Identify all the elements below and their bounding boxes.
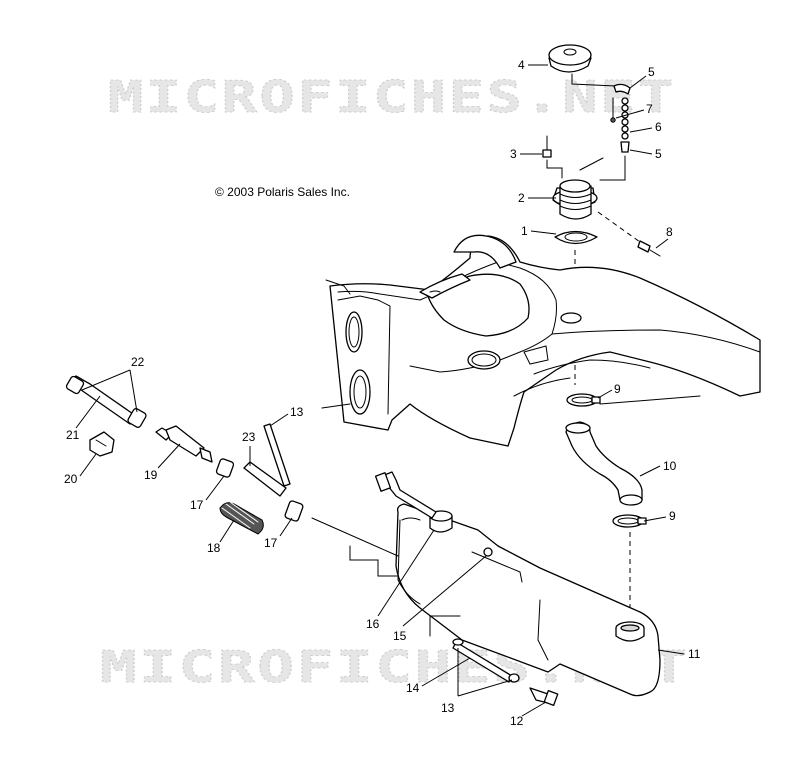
hose-clamp-lower <box>612 514 647 528</box>
callout-15: 15 <box>393 629 407 643</box>
fuel-cap <box>548 44 592 73</box>
callout-19: 19 <box>144 468 158 482</box>
tube <box>243 461 287 497</box>
callouts: 4 5 7 6 3 5 2 1 8 9 10 9 11 <box>64 58 701 728</box>
filler-neck <box>552 179 598 220</box>
callout-17-upper: 17 <box>190 498 204 512</box>
vehicle-body <box>321 234 761 447</box>
callout-6: 6 <box>655 120 662 134</box>
callout-21: 21 <box>66 428 80 442</box>
insulator-sleeve <box>219 501 264 535</box>
callout-4: 4 <box>518 58 525 72</box>
callout-9-lower: 9 <box>669 509 676 523</box>
watermark-top: MICROFICHES.NET <box>108 72 676 123</box>
callout-1: 1 <box>521 224 528 238</box>
callout-2: 2 <box>518 191 525 205</box>
callout-9-upper: 9 <box>614 382 621 396</box>
fuel-hose <box>565 421 643 506</box>
cap-tether <box>571 73 631 153</box>
tie-strap <box>263 423 291 487</box>
gasket <box>554 230 598 245</box>
callout-18: 18 <box>207 541 221 555</box>
callout-17-lower: 17 <box>264 536 278 550</box>
callout-23: 23 <box>242 430 256 444</box>
hose-clamp-upper <box>566 393 601 407</box>
callout-11: 11 <box>688 647 701 661</box>
clip <box>89 431 115 457</box>
callout-16: 16 <box>366 617 380 631</box>
callout-5-lower: 5 <box>655 147 662 161</box>
sleeve-upper <box>215 458 235 478</box>
callout-22: 22 <box>131 355 145 369</box>
callout-13-upper: 13 <box>290 405 304 419</box>
callout-12: 12 <box>510 714 524 728</box>
callout-7: 7 <box>646 102 653 116</box>
callout-5-top: 5 <box>648 65 655 79</box>
callout-13-bottom: 13 <box>441 701 455 715</box>
hose-fitting <box>155 425 213 463</box>
callout-3: 3 <box>510 147 517 161</box>
fuel-tank <box>374 471 661 697</box>
drain-tube <box>452 638 559 706</box>
vent-fitting <box>597 211 661 257</box>
callout-8: 8 <box>666 225 673 239</box>
callout-10: 10 <box>663 459 677 473</box>
callout-20: 20 <box>64 472 78 486</box>
screw <box>542 135 552 158</box>
callout-14: 14 <box>406 681 420 695</box>
sleeve-lower <box>284 500 304 522</box>
copyright-text: © 2003 Polaris Sales Inc. <box>215 185 350 199</box>
